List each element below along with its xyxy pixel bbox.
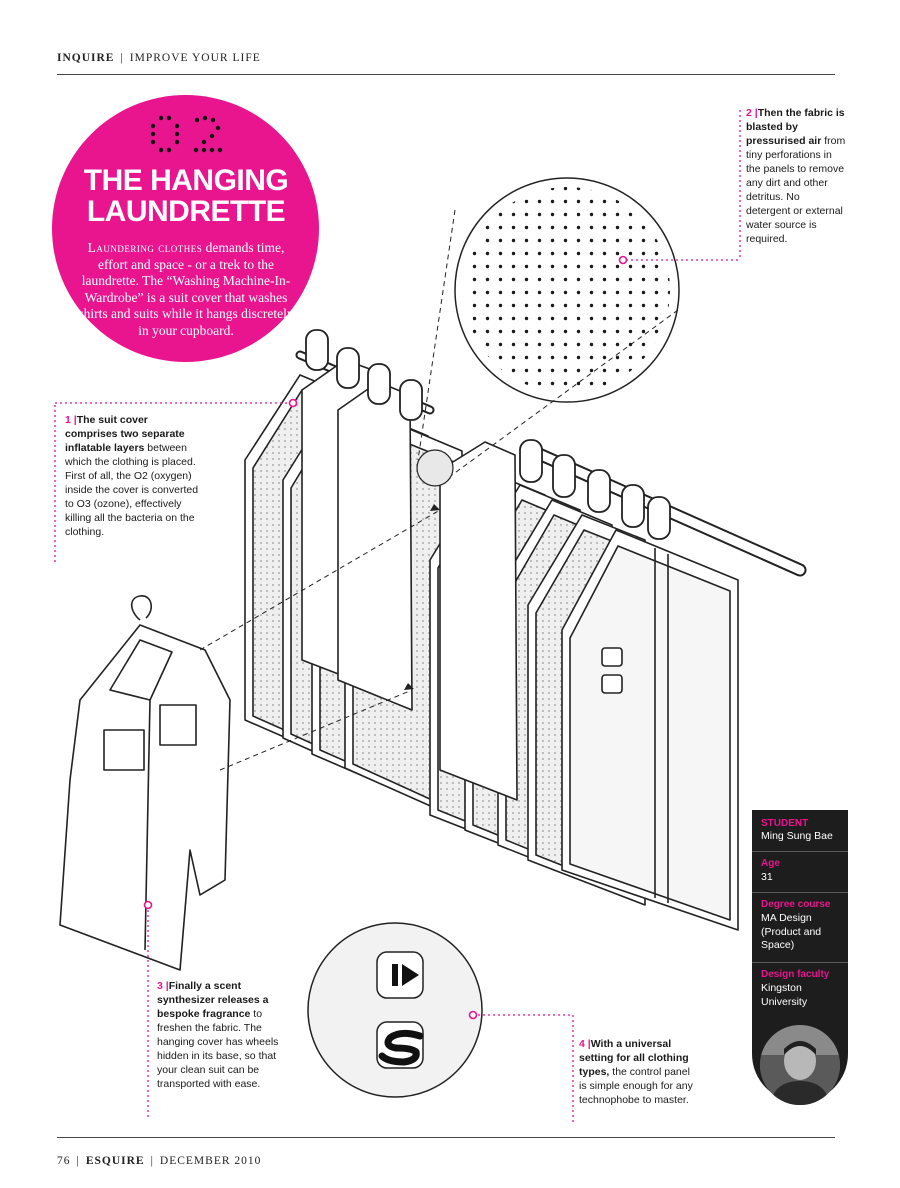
- student-faculty: Kingston University: [761, 982, 808, 1008]
- callout-4-heading: With a universal setting for all clothin…: [579, 1038, 689, 1078]
- perforation-magnifier: [416, 177, 680, 487]
- callout-3-heading: Finally a scent synthesizer releases a b…: [157, 980, 269, 1020]
- title-circle: [52, 95, 319, 362]
- feature-title: THE HANGING LAUNDRETTE: [36, 165, 336, 227]
- callout-markers: [143, 255, 628, 1020]
- callout-2-heading: Then the fabric is blasted by pressurise…: [746, 107, 845, 147]
- footer-rule: [57, 1137, 835, 1138]
- shirt-illustration: [59, 595, 231, 971]
- left-hangers: [305, 329, 423, 421]
- issue-number-dotted: [150, 115, 223, 153]
- student-age: 31: [761, 871, 773, 883]
- issue-date: DECEMBER 2010: [159, 1155, 262, 1167]
- callout-leaders: [54, 110, 741, 1125]
- callout-2-text: from tiny perforations in the panels to …: [746, 135, 846, 245]
- subsection-name: IMPROVE YOUR LIFE: [129, 52, 261, 64]
- s-icon: [378, 1029, 424, 1066]
- magazine-name: ESQUIRE: [85, 1155, 145, 1167]
- callout-3-text: to freshen the fabric. The hanging cover…: [157, 1008, 279, 1090]
- arrow-head-lower: [404, 683, 414, 690]
- feature-intro: Laundering clothes demands time, effort …: [72, 240, 300, 339]
- student-avatar: [760, 1025, 840, 1105]
- intro-lead: Laundering clothes: [87, 240, 203, 255]
- title-line-1: THE HANGING: [83, 164, 289, 197]
- section-name: INQUIRE: [57, 52, 115, 64]
- student-name: Ming Sung Bae: [761, 830, 833, 842]
- age-label: Age: [761, 858, 780, 869]
- right-suit-covers: [429, 441, 739, 931]
- student-label: STUDENT: [761, 818, 809, 829]
- right-hangers: [519, 439, 671, 540]
- age-divider: [752, 892, 848, 893]
- guide-lines: [199, 509, 441, 771]
- callout-4-text: the control panel is simple enough for a…: [579, 1066, 693, 1106]
- degree-divider: [752, 962, 848, 963]
- callout-4-number: 4 |: [579, 1038, 591, 1050]
- faculty-label: Design faculty: [761, 969, 830, 980]
- arrow-head-upper: [430, 504, 440, 511]
- callout-2-number: 2 |: [746, 107, 758, 119]
- callout-1-number: 1 |: [65, 414, 77, 426]
- control-panel-magnifier: [307, 922, 483, 1098]
- student-degree: MA Design (Product and Space): [761, 912, 822, 951]
- callout-1-text: between which the clothing is placed. Fi…: [65, 442, 199, 538]
- callout-1-heading: The suit cover comprises two separate in…: [65, 414, 185, 454]
- page-footer: 76|ESQUIRE|DECEMBER 2010: [57, 1155, 262, 1167]
- degree-label: Degree course: [761, 899, 831, 910]
- title-line-2: LAUNDRETTE: [86, 195, 286, 228]
- left-suit-covers: [244, 359, 463, 821]
- intro-text: demands time, effort and space - or a tr…: [78, 240, 294, 338]
- callout-4: 4 |With a universal setting for all clot…: [579, 1037, 699, 1107]
- header-rule: [57, 74, 835, 75]
- callout-2: 2 |Then the fabric is blasted by pressur…: [746, 106, 846, 246]
- page-number: 76: [57, 1155, 71, 1167]
- callout-1: 1 |The suit cover comprises two separate…: [65, 413, 200, 539]
- callout-3: 3 |Finally a scent synthesizer releases …: [157, 979, 297, 1091]
- callout-3-number: 3 |: [157, 980, 169, 992]
- section-header: INQUIRE|IMPROVE YOUR LIFE: [57, 52, 261, 64]
- student-divider: [752, 851, 848, 852]
- student-info-panel: STUDENT Ming Sung Bae Age 31 Degree cour…: [752, 810, 848, 1105]
- play-icon: [392, 964, 419, 986]
